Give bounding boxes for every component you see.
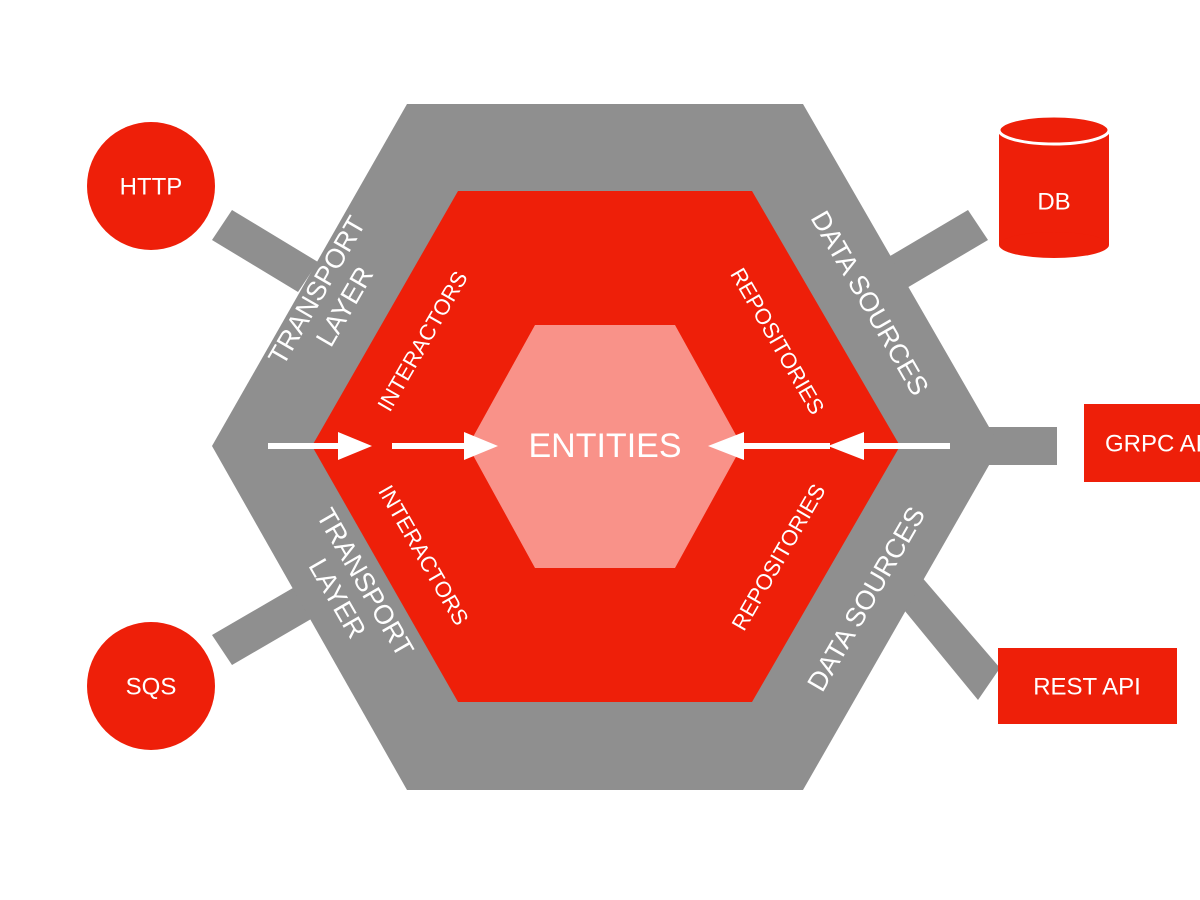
arrow-right-icon xyxy=(392,432,498,460)
flow-arrows xyxy=(268,432,950,460)
connector-db xyxy=(880,210,988,292)
http-label: HTTP xyxy=(120,173,183,200)
connector-sqs xyxy=(212,585,318,665)
arrow-right-icon xyxy=(268,432,372,460)
grpc-api-node: GRPC API xyxy=(1084,404,1200,482)
http-node: HTTP xyxy=(87,122,215,250)
connector-http xyxy=(212,210,318,292)
arrow-left-icon xyxy=(828,432,950,460)
grpc-label: GRPC API xyxy=(1105,430,1200,457)
rest-api-node: REST API xyxy=(998,648,1177,724)
database-cylinder-icon: DB xyxy=(997,114,1111,258)
sqs-node: SQS xyxy=(87,622,215,750)
entities-core-hexagon xyxy=(468,325,742,568)
rest-api-label: REST API xyxy=(1033,673,1141,700)
connector-rest xyxy=(900,575,1000,700)
db-label: DB xyxy=(1037,188,1070,215)
entities-label: ENTITIES xyxy=(528,427,681,465)
sqs-label: SQS xyxy=(126,673,177,700)
arrow-left-icon xyxy=(708,432,830,460)
